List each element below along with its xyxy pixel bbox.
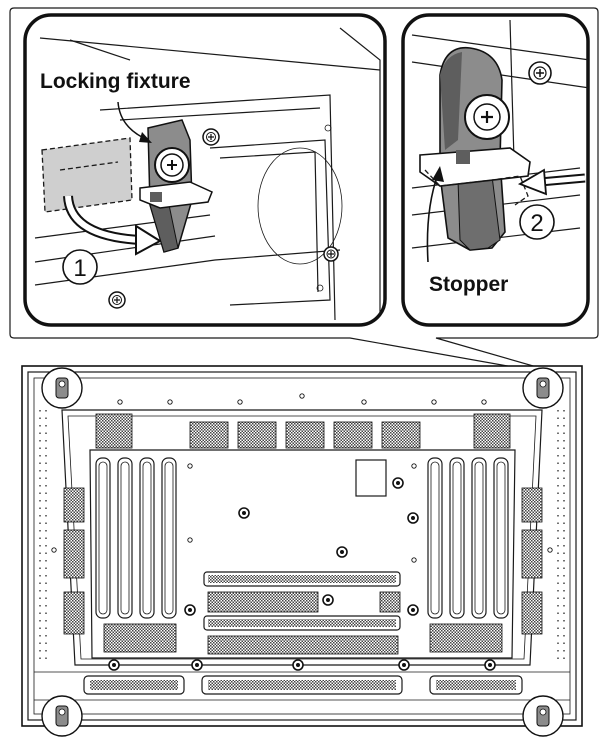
screw-icon (528, 61, 552, 85)
detail-panel-stopper: 2 Stopper (401, 13, 590, 327)
step-1-number: 1 (73, 255, 86, 282)
screw-icon (108, 291, 126, 309)
screw-icon (202, 128, 220, 146)
corner-fixture-top-left (41, 367, 83, 409)
corner-fixture-bottom-right (522, 695, 564, 737)
locking-fixture-label: Locking fixture (40, 70, 191, 93)
step-2-number: 2 (530, 210, 543, 237)
corner-fixture-top-right (522, 367, 564, 409)
vent-slots-left (95, 457, 177, 619)
step-2-circle (519, 204, 555, 240)
monitor-rear-view (21, 365, 583, 737)
stopper-label: Stopper (429, 273, 508, 296)
rotate-arrow-icon (63, 195, 162, 256)
side-vent-strip-left (39, 410, 47, 665)
push-arrow-icon (517, 168, 586, 196)
stopper-fixture-part (419, 46, 531, 251)
corner-fixture-bottom-left (41, 695, 83, 737)
side-vent-strip-right (557, 410, 565, 665)
vent-slots-right (427, 457, 509, 619)
locking-fixture-part (139, 119, 213, 253)
step-1-circle (62, 249, 98, 285)
screw-icon (323, 246, 339, 262)
detail-panel-locking: Locking fixture 1 (23, 13, 387, 327)
